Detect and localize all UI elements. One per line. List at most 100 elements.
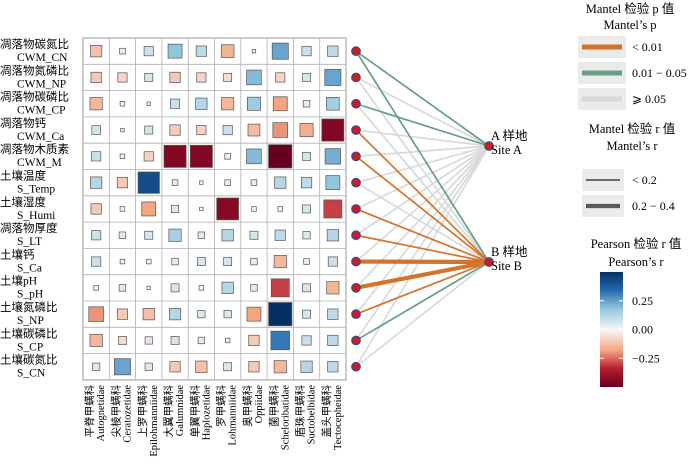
- column-label-en: Autognetidae: [96, 385, 107, 442]
- heatmap-cell: [326, 281, 340, 295]
- mantel-link: [355, 145, 490, 237]
- heatmap-cell: [321, 118, 345, 142]
- heatmap-cell: [114, 358, 131, 376]
- heatmap-cell: [196, 125, 207, 136]
- heatmap-cell: [268, 302, 293, 327]
- site-label-en: Site B: [491, 259, 522, 273]
- row-label-en: CWM_CN: [17, 52, 68, 64]
- heatmap-cell: [89, 97, 103, 111]
- heatmap-cell: [327, 45, 339, 57]
- column-label-en: Ceratozetidae: [122, 385, 133, 443]
- row-label-en: S_CP: [17, 341, 43, 353]
- mantel-link: [355, 102, 490, 147]
- mantel-link: [355, 234, 490, 263]
- row-label-en: S_NP: [17, 315, 44, 327]
- heatmap-cells: [88, 42, 345, 376]
- row-endpoint-dot: [351, 177, 361, 188]
- legend-pearson-title-en: Pearson’s r: [608, 255, 664, 269]
- row-endpoint-dot: [351, 230, 361, 241]
- heatmap-cell: [90, 203, 102, 215]
- column-label-cn: 大翼甲螨科: [162, 384, 175, 437]
- heatmap-cell: [196, 72, 207, 83]
- row-label-en: S_pH: [17, 289, 43, 301]
- legend-mantel-r-title-en: Mantel’s r: [606, 139, 658, 153]
- mantel-link: [355, 145, 490, 289]
- pearson-colorbar: [600, 272, 623, 387]
- heatmap-cell: [119, 101, 126, 107]
- heatmap-cell: [327, 256, 338, 267]
- heatmap-cell: [324, 69, 342, 86]
- heatmap-cell: [91, 151, 102, 162]
- row-label-en: S_Ca: [17, 262, 42, 274]
- legend-r-label: < 0.2: [632, 173, 657, 187]
- heatmap-cell: [169, 71, 181, 84]
- column-label-cn: 盖头甲螨科: [320, 384, 333, 437]
- heatmap-cell: [118, 231, 127, 239]
- row-label-cn: 土壤温度: [0, 169, 46, 183]
- site-label-en: Site A: [491, 143, 522, 157]
- heatmap-cell: [91, 230, 102, 241]
- legend-p-label: ⩾ 0.05: [632, 92, 666, 106]
- legend-mantel-p: Mantel 检验 p 值 Mantel’s p < 0.010.01 − 0.…: [578, 1, 687, 110]
- mantel-link: [353, 259, 492, 290]
- heatmap-cell: [169, 361, 181, 373]
- column-label-en: Tectocepheidae: [333, 385, 344, 450]
- heatmap-cell: [250, 284, 258, 292]
- row-label-en: CWM_Ca: [17, 131, 64, 143]
- heatmap-cell: [327, 308, 339, 320]
- heatmap-cell: [144, 73, 154, 82]
- column-label-cn: 平脊甲螨科: [83, 384, 96, 437]
- legend-p-label: 0.01 − 0.05: [632, 66, 687, 80]
- row-label-en: CWM_CP: [17, 105, 66, 117]
- heatmap-cell: [302, 231, 311, 240]
- heatmap-cell: [88, 306, 104, 322]
- heatmap-cell: [224, 337, 231, 344]
- heatmap-cell: [171, 257, 179, 266]
- heatmap-cell: [272, 122, 288, 138]
- heatmap-cell: [249, 230, 259, 240]
- site-dot: [484, 257, 494, 267]
- heatmap-cell: [163, 144, 187, 168]
- column-label-en: Haplozetidae: [201, 385, 212, 441]
- row-endpoint-dot: [351, 282, 361, 293]
- row-endpoint-dot: [351, 309, 361, 319]
- column-label-en: Suctobelbidae: [307, 385, 318, 445]
- heatmap-cell: [144, 336, 153, 345]
- column-label-en: Galumnidae: [175, 385, 186, 437]
- heatmap-cell: [119, 153, 126, 160]
- heatmap-cell: [270, 278, 290, 298]
- heatmap-cell: [143, 46, 154, 57]
- heatmap-cell: [302, 283, 311, 293]
- heatmap-cell: [224, 179, 231, 186]
- mantel-link: [355, 102, 490, 263]
- heatmap-cell: [247, 96, 261, 111]
- row-endpoint-dot: [351, 204, 361, 214]
- legend: Mantel 检验 p 值 Mantel’s p < 0.010.01 − 0.…: [578, 1, 687, 387]
- row-endpoints: [351, 46, 361, 372]
- heatmap-cell: [246, 69, 262, 86]
- heatmap-cell: [144, 125, 154, 135]
- column-label-en: Oppiidae: [254, 385, 265, 424]
- heatmap-cell: [146, 101, 151, 106]
- heatmap-cell: [303, 258, 310, 265]
- legend-mantel-r: Mantel 检验 r 值 Mantel’s r < 0.20.2 − 0.4: [582, 121, 675, 217]
- mantel-link: [355, 181, 490, 263]
- heatmap-cell: [198, 285, 205, 291]
- row-label-en: CWM_NP: [17, 78, 66, 90]
- column-label-cn: 菌甲螨科: [267, 384, 280, 426]
- heatmap-cell: [326, 229, 339, 242]
- row-endpoint-dot: [351, 72, 361, 83]
- column-label-cn: 奥甲螨科: [241, 384, 254, 426]
- column-label-cn: 盾珠甲螨科: [294, 384, 307, 437]
- pearson-tick-label: 0.25: [632, 294, 653, 308]
- row-label-en: S_CN: [17, 368, 46, 380]
- heatmap-cell: [247, 123, 261, 137]
- row-label-cn: 凋落物碳磷比: [0, 90, 69, 104]
- heatmap-cell: [170, 336, 180, 345]
- heatmap-cell: [223, 310, 232, 319]
- pearson-tick-label: −0.25: [632, 351, 660, 365]
- mantel-link: [355, 50, 490, 263]
- mantel-link: [355, 145, 490, 263]
- legend-pearson: Pearson 检验 r 值 Pearson’s r 0.250.00−0.25: [591, 236, 681, 387]
